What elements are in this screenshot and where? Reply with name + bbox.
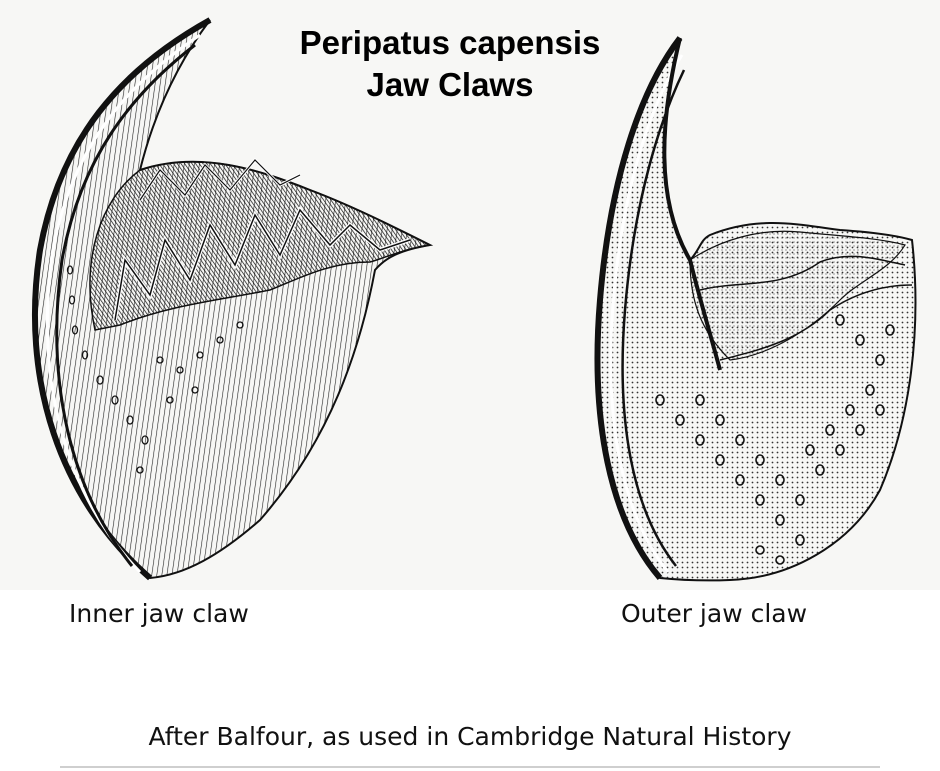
outer-jaw-claw-label: Outer jaw claw — [621, 599, 808, 628]
inner-jaw-claw-drawing — [32, 17, 434, 581]
bottom-divider — [60, 766, 880, 768]
inner-jaw-claw-label: Inner jaw claw — [69, 599, 249, 628]
figure-subtitle: Jaw Claws — [366, 66, 534, 103]
figure-title: Peripatus capensis — [299, 24, 601, 61]
outer-jaw-claw-drawing — [594, 36, 917, 582]
source-credit: After Balfour, as used in Cambridge Natu… — [148, 722, 792, 751]
